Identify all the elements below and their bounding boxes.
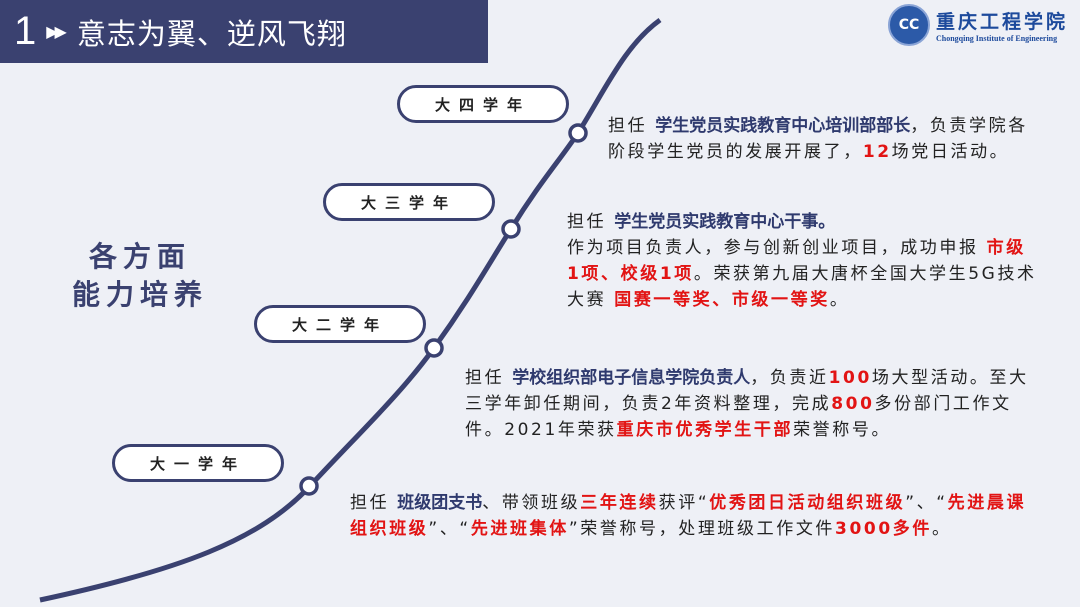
achievement-highlight: 12 [862, 142, 892, 162]
text-segment: 获评“ [658, 493, 710, 513]
double-arrow-icon: ▶▶ [46, 22, 67, 41]
achievement-highlight: 国赛一等奖、市级一等奖 [614, 290, 830, 310]
milestone-dot [299, 476, 319, 496]
role-highlight: 学校组织部电子信息学院负责人 [512, 368, 751, 388]
year-label-4: 大四学年 [397, 85, 569, 123]
school-logo: CC 重庆工程学院 Chongqing Institute of Enginee… [888, 4, 1068, 46]
text-segment: 。荣获第九届大唐杯全国大学生5G技术大赛 [567, 264, 1037, 310]
section-number: 1 [14, 9, 37, 53]
achievement-highlight: 800 [831, 394, 875, 414]
role-highlight: 学生党员实践教育中心干事。 [614, 212, 836, 232]
achievement-highlight: 优秀团日活动组织班级 [709, 493, 906, 513]
side-heading-line: 能力培养 [72, 278, 209, 311]
text-segment: 荣誉称号。 [793, 420, 892, 440]
text-segment: 担任 [350, 493, 398, 513]
year4-description: 担任 学生党员实践教育中心培训部部长，负责学院各阶段学生党员的发展开展了，12场… [608, 113, 1036, 165]
text-segment: ”、“ [905, 493, 948, 513]
text-segment: 担任 [465, 368, 513, 388]
year-label-1: 大一学年 [112, 444, 284, 482]
side-heading: 各方面 能力培养 [72, 238, 208, 314]
role-highlight: 学生党员实践教育中心培训部部长 [655, 116, 911, 136]
milestone-dot [568, 123, 588, 143]
year-label-3: 大三学年 [323, 183, 495, 221]
logo-name-en: Chongqing Institute of Engineering [936, 34, 1058, 43]
text-segment: 、带领班级 [482, 493, 581, 513]
text-segment: 。 [931, 519, 952, 539]
year3-description: 担任 学生党员实践教育中心干事。作为项目负责人，参与创新创业项目，成功申报 市级… [567, 209, 1037, 313]
year-label-2: 大二学年 [254, 305, 426, 343]
title-bar: 1 ▶▶ 意志为翼、逆风飞翔 [0, 0, 488, 63]
text-segment: 。 [829, 290, 850, 310]
text-segment: ，负责学院各阶段学生党员的发展开展了， [608, 116, 1028, 162]
text-segment: 担任 [608, 116, 656, 136]
achievement-highlight: 100 [828, 368, 872, 388]
side-heading-line: 各方面 [89, 240, 192, 273]
year1-description: 担任 班级团支书、带领班级三年连续获评“优秀团日活动组织班级”、“先进晨课组织班… [350, 490, 1036, 542]
achievement-highlight: 3000多件 [835, 519, 932, 539]
text-segment: ”荣誉称号，处理班级工作文件 [568, 519, 836, 539]
text-segment: 作为项目负责人，参与创新创业项目，成功申报 [567, 238, 987, 258]
text-segment: 多份部门工作文件。2021年荣获 [465, 394, 1012, 440]
milestone-dot [501, 219, 521, 239]
text-segment: 场党日活动。 [891, 142, 1010, 162]
year2-description: 担任 学校组织部电子信息学院负责人，负责近100场大型活动。至大三学年卸任期间，… [465, 365, 1037, 443]
text-segment: 担任 [567, 212, 615, 232]
achievement-highlight: 市级1项、校级1项 [567, 238, 1026, 284]
text-segment: ”、“ [428, 519, 471, 539]
logo-name-cn: 重庆工程学院 [936, 11, 1069, 33]
achievement-highlight: 先进班集体 [470, 519, 569, 539]
achievement-highlight: 先进晨课组织班级 [350, 493, 1027, 539]
school-seal-icon: CC [888, 4, 930, 46]
role-highlight: 班级团支书 [397, 493, 483, 513]
text-segment: 场大型活动。至大三学年卸任期间，负责2年资料整理，完成 [465, 368, 1029, 414]
achievement-highlight: 三年连续 [580, 493, 659, 513]
milestone-dot [424, 338, 444, 358]
text-segment: ，负责近 [750, 368, 829, 388]
achievement-highlight: 重庆市优秀学生干部 [616, 420, 794, 440]
page-title: 意志为翼、逆风飞翔 [76, 16, 347, 51]
